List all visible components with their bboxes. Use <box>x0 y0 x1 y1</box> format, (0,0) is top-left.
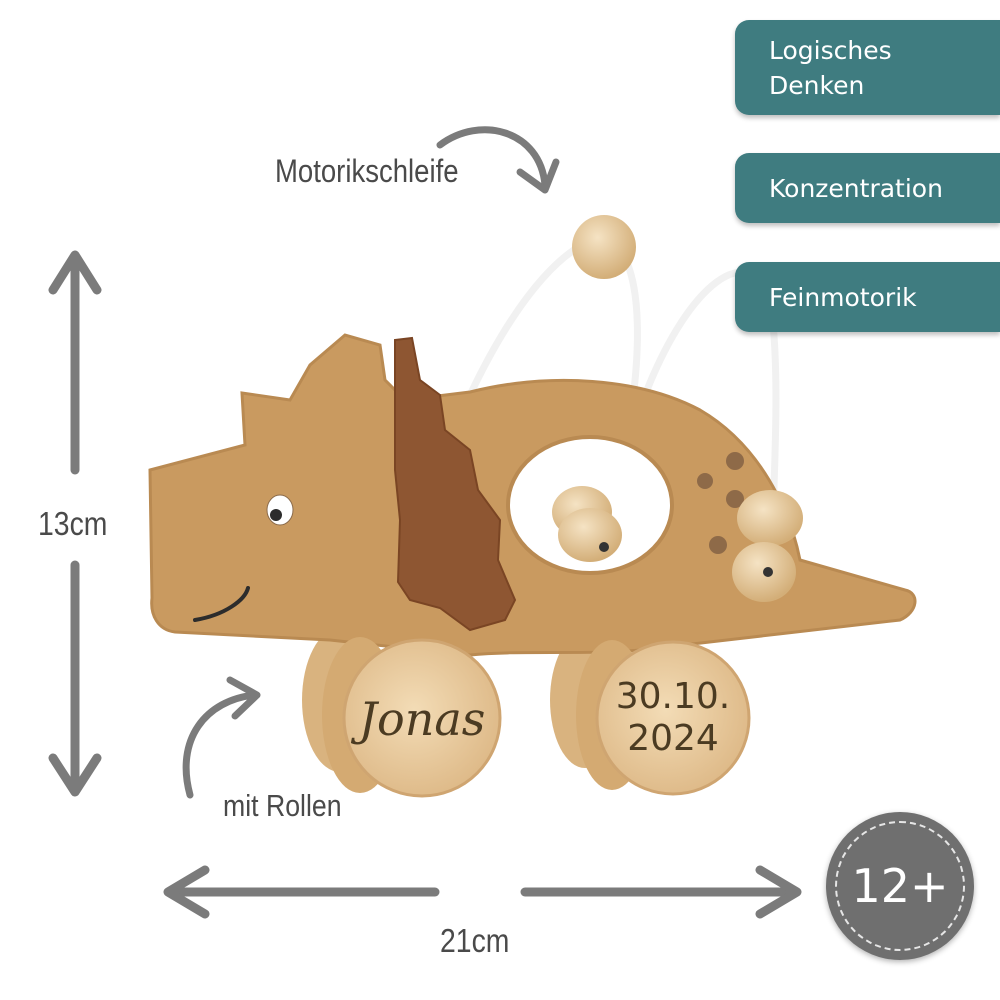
wheel-engraving-date-line1: 30.10. <box>616 676 731 717</box>
bead-maze-label: Motorikschleife <box>275 153 459 189</box>
width-label: 21cm <box>440 922 510 959</box>
triceratops-body <box>148 333 917 657</box>
front-wheel-left <box>322 637 502 798</box>
front-wheel-right <box>576 640 751 796</box>
skill-badge-concentration: Konzentration <box>735 153 1000 223</box>
felt-frill <box>394 336 517 632</box>
skill-badge-logic: Logisches Denken <box>735 20 1000 115</box>
wooden-beads <box>552 215 803 602</box>
skill-badge-fine-motor: Feinmotorik <box>735 262 1000 332</box>
wheel-engraving-name: Jonas <box>351 692 486 746</box>
age-badge: 12+ <box>826 812 974 960</box>
wheels-label: mit Rollen <box>223 788 342 823</box>
wheels-pointer-arrow <box>182 676 261 799</box>
age-badge-text: 12+ <box>851 859 949 913</box>
wheel-engraving-date-line2: 2024 <box>627 718 719 759</box>
height-label: 13cm <box>38 505 108 542</box>
height-dimension-arrow <box>48 250 102 797</box>
width-dimension-arrow <box>163 865 802 919</box>
bead-maze-pointer-arrow <box>436 126 560 194</box>
